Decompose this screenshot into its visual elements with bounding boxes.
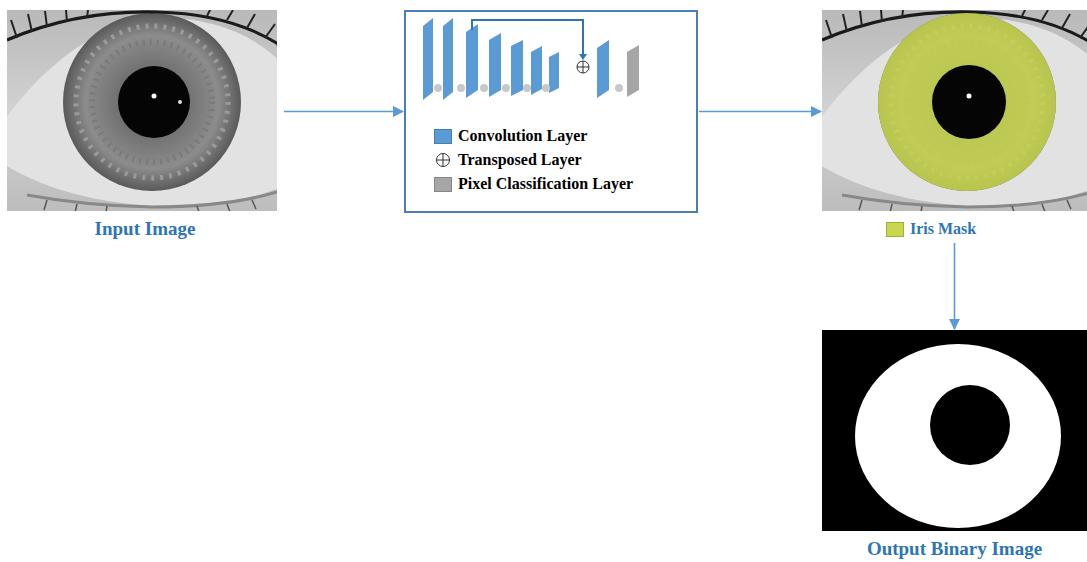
eye-picture (7, 10, 277, 211)
binary-output-image (822, 330, 1087, 531)
legend-item: Pixel Classification Layer (434, 174, 633, 194)
classification-slab (627, 45, 639, 97)
flow-arrow (954, 243, 956, 329)
legend-swatch (434, 177, 452, 192)
input-image-box: Input Image (7, 10, 283, 245)
transposed-symbol (434, 152, 452, 168)
flow-arrow (699, 111, 821, 113)
skip-connection (472, 20, 583, 56)
pupil-region (930, 385, 1010, 465)
conv-slab (466, 24, 478, 98)
conv-slab (443, 18, 453, 100)
transposed-symbol-cross (577, 61, 589, 73)
legend-swatch (434, 129, 452, 144)
legend-label: Transposed Layer (458, 150, 582, 170)
layer-link-dot (615, 84, 623, 92)
layer-link-dot (502, 84, 510, 92)
legend-item: Iris Mask (886, 219, 976, 239)
legend-item: Convolution Layer (434, 126, 587, 146)
legend-swatch (886, 222, 904, 237)
layer-link-dot (434, 84, 442, 92)
conv-slab (531, 46, 542, 95)
output-image-box: Output Binary Image (822, 330, 1087, 560)
symbol-ring (437, 154, 450, 167)
skip-arrowhead (579, 54, 587, 60)
legend-label: Pixel Classification Layer (458, 174, 633, 194)
layer-link-dot (542, 84, 550, 92)
layer-link-dot (457, 84, 465, 92)
iris-mask-box: Iris Mask (822, 10, 1087, 242)
transposed-symbol (577, 61, 589, 73)
image-caption: Output Binary Image (822, 538, 1087, 560)
image-caption: Input Image (7, 218, 283, 240)
input-eye-photo (7, 10, 277, 211)
legend-item: Transposed Layer (434, 150, 582, 170)
conv-slab (549, 52, 559, 93)
iris-mask-overlay (878, 13, 1056, 191)
layer-link-dot (480, 84, 488, 92)
flow-arrow (284, 111, 403, 113)
legend-label: Iris Mask (910, 219, 976, 239)
conv-slab (511, 40, 523, 96)
network-box: Convolution LayerTransposed LayerPixel C… (404, 10, 698, 213)
iris-region (855, 344, 1061, 528)
conv-slab (489, 33, 501, 97)
layer-link-dot (523, 84, 531, 92)
iris-mask-photo (822, 10, 1087, 211)
eye-picture (822, 10, 1087, 211)
pupil (932, 65, 1006, 139)
glint (967, 94, 972, 99)
network-sketch (423, 18, 639, 100)
conv-slab (597, 40, 609, 98)
symbol-cross (437, 154, 450, 167)
legend-label: Convolution Layer (458, 126, 587, 146)
conv-slab (423, 18, 433, 100)
binary-background (822, 330, 1087, 531)
